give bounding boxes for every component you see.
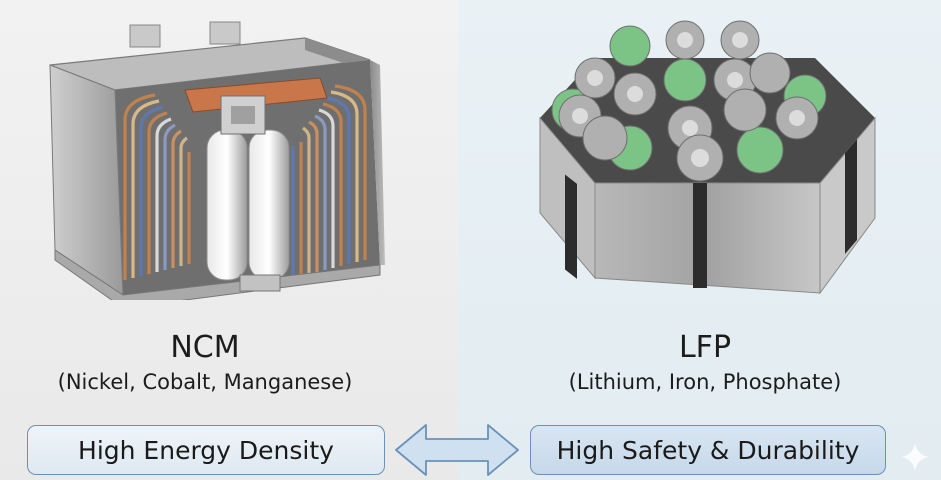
badge-label: High Safety & Durability <box>556 435 860 465</box>
ncm-subtitle: (Nickel, Cobalt, Manganese) <box>57 370 353 394</box>
ncm-battery-illustration <box>49 21 385 300</box>
sparkle-icon <box>901 443 929 471</box>
lfp-battery-illustration <box>539 20 876 295</box>
ncm-title: NCM <box>170 330 240 365</box>
high-safety-durability-badge: High Safety & Durability <box>530 425 886 475</box>
high-energy-density-badge: High Energy Density <box>27 425 385 475</box>
badge-label: High Energy Density <box>78 435 334 465</box>
lfp-title: LFP <box>678 330 732 365</box>
double-arrow-icon <box>395 424 519 476</box>
lfp-subtitle: (Lithium, Iron, Phosphate) <box>568 370 842 394</box>
